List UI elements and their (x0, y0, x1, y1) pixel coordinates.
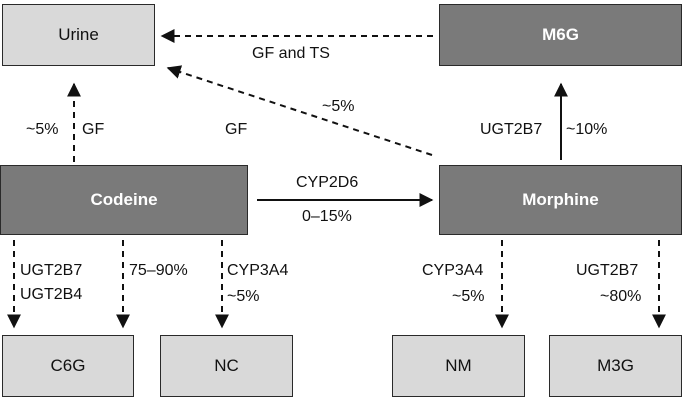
codeine-to-morphine-enzyme: CYP2D6 (296, 174, 359, 191)
urine-box: Urine (2, 4, 155, 66)
c6g-box: C6G (2, 335, 134, 397)
m6g-label: M6G (542, 25, 579, 44)
nc-box: NC (160, 335, 293, 397)
m6g-box: M6G (439, 4, 682, 66)
codeine-to-nc-enzyme: CYP3A4 (227, 262, 289, 279)
m6g-to-urine-label: GF and TS (252, 45, 330, 62)
nm-box: NM (392, 335, 525, 397)
arrow-morphine-to-urine (166, 65, 433, 156)
morphine-box: Morphine (439, 165, 682, 235)
morphine-to-urine-route: GF (225, 121, 248, 138)
c6g-label: C6G (50, 356, 86, 375)
m3g-box: M3G (549, 335, 682, 397)
morphine-to-m3g-enzyme: UGT2B7 (576, 262, 639, 279)
morphine-label: Morphine (522, 190, 599, 209)
codeine-to-c6g-pct: 75–90% (129, 262, 188, 279)
nc-label: NC (214, 356, 239, 375)
codeine-to-urine-route: GF (82, 121, 105, 138)
nm-label: NM (445, 356, 472, 375)
morphine-to-nm-pct: ~5% (452, 288, 485, 305)
morphine-to-m6g-enzyme: UGT2B7 (480, 121, 543, 138)
codeine-to-morphine-pct: 0–15% (302, 208, 352, 225)
morphine-to-urine-pct: ~5% (322, 98, 355, 115)
m3g-label: M3G (597, 356, 634, 375)
morphine-to-nm-enzyme: CYP3A4 (422, 262, 484, 279)
codeine-to-c6g-enzyme-1: UGT2B7 (20, 262, 83, 279)
codeine-to-nc-pct: ~5% (227, 288, 260, 305)
morphine-to-m3g-pct: ~80% (600, 288, 642, 305)
codeine-label: Codeine (90, 190, 158, 209)
codeine-to-urine-pct: ~5% (26, 121, 59, 138)
urine-label: Urine (58, 25, 99, 44)
morphine-to-m6g-pct: ~10% (566, 121, 608, 138)
codeine-to-c6g-enzyme-2: UGT2B4 (20, 286, 83, 303)
codeine-box: Codeine (0, 165, 248, 235)
